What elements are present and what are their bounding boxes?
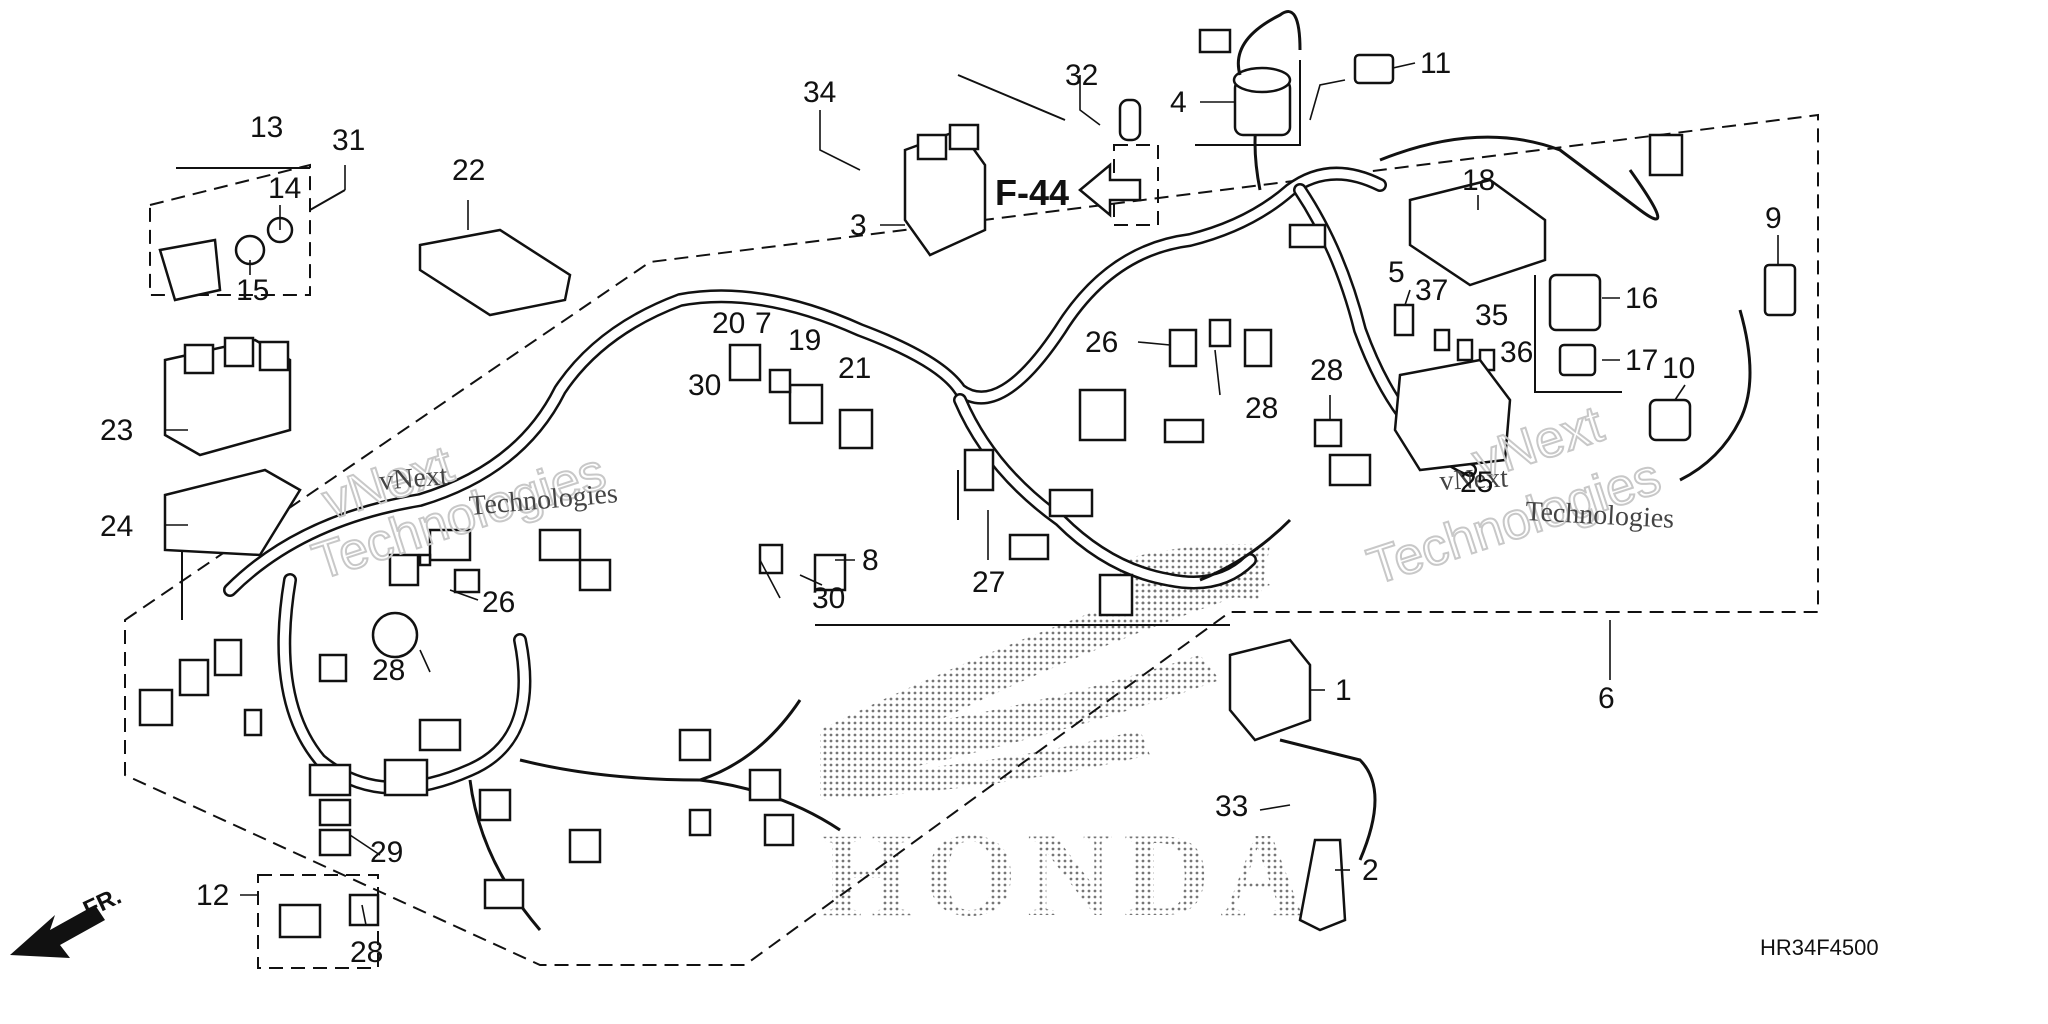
part-callout-37: 37 <box>1415 274 1448 307</box>
part-callout-5: 5 <box>1388 256 1405 289</box>
part-callout-23: 23 <box>100 414 133 447</box>
part-callout-25: 25 <box>1460 466 1493 499</box>
part-callout-28: 28 <box>350 936 383 969</box>
part-callout-2: 2 <box>1362 854 1379 887</box>
part-callout-33: 33 <box>1215 790 1248 823</box>
part-callout-13: 13 <box>250 111 283 144</box>
leader-lines <box>165 62 1779 926</box>
part-callouts: 34 32 4 11 13 31 14 15 22 3 18 9 5 37 35… <box>100 47 1782 969</box>
watermark-1: vNext Technologies vNext Technologies <box>305 434 619 592</box>
part-callout-6: 6 <box>1598 682 1615 715</box>
part-callout-28: 28 <box>372 654 405 687</box>
part-callout-29: 29 <box>370 836 403 869</box>
part-callout-28: 28 <box>1245 392 1278 425</box>
watermark-small: vNext <box>378 460 449 497</box>
part-callout-27: 27 <box>972 566 1005 599</box>
part-callout-7: 7 <box>755 307 772 340</box>
part-callout-14: 14 <box>268 172 301 205</box>
part-callout-31: 31 <box>332 124 365 157</box>
part-callout-20: 20 <box>712 307 745 340</box>
part-callout-21: 21 <box>838 352 871 385</box>
part-callout-35: 35 <box>1475 299 1508 332</box>
assembly-frames <box>124 60 1819 969</box>
part-callout-19: 19 <box>788 324 821 357</box>
part-callout-10: 10 <box>1662 352 1695 385</box>
part-callout-22: 22 <box>452 154 485 187</box>
part-callout-18: 18 <box>1462 164 1495 197</box>
part-callout-11: 11 <box>1420 47 1451 80</box>
reference-label: F-44 <box>995 172 1069 213</box>
brand-mark: HONDA <box>820 808 1317 941</box>
part-callout-4: 4 <box>1170 86 1187 119</box>
part-callout-34: 34 <box>803 76 836 109</box>
diagram-code: HR34F4500 <box>1760 935 1879 960</box>
part-callout-3: 3 <box>850 209 867 242</box>
part-callout-12: 12 <box>196 879 229 912</box>
part-callout-26: 26 <box>1085 326 1118 359</box>
part-callout-24: 24 <box>100 510 133 543</box>
watermark-small: vNext <box>1439 462 1509 497</box>
reference-arrow: F-44 <box>995 162 1142 218</box>
honda-wing-logo: HONDA <box>820 544 1317 941</box>
part-callout-9: 9 <box>1765 202 1782 235</box>
part-callout-30: 30 <box>812 582 845 615</box>
part-callout-28: 28 <box>1310 354 1343 387</box>
part-callout-17: 17 <box>1625 344 1658 377</box>
front-direction-arrow: FR. <box>10 883 126 958</box>
part-callout-30: 30 <box>688 369 721 402</box>
part-callout-1: 1 <box>1335 674 1352 707</box>
part-callout-16: 16 <box>1625 282 1658 315</box>
components <box>138 10 1797 939</box>
part-callout-15: 15 <box>236 274 269 307</box>
part-callout-36: 36 <box>1500 336 1533 369</box>
part-callout-26: 26 <box>482 586 515 619</box>
part-callout-32: 32 <box>1065 59 1098 92</box>
part-callout-8: 8 <box>862 544 879 577</box>
